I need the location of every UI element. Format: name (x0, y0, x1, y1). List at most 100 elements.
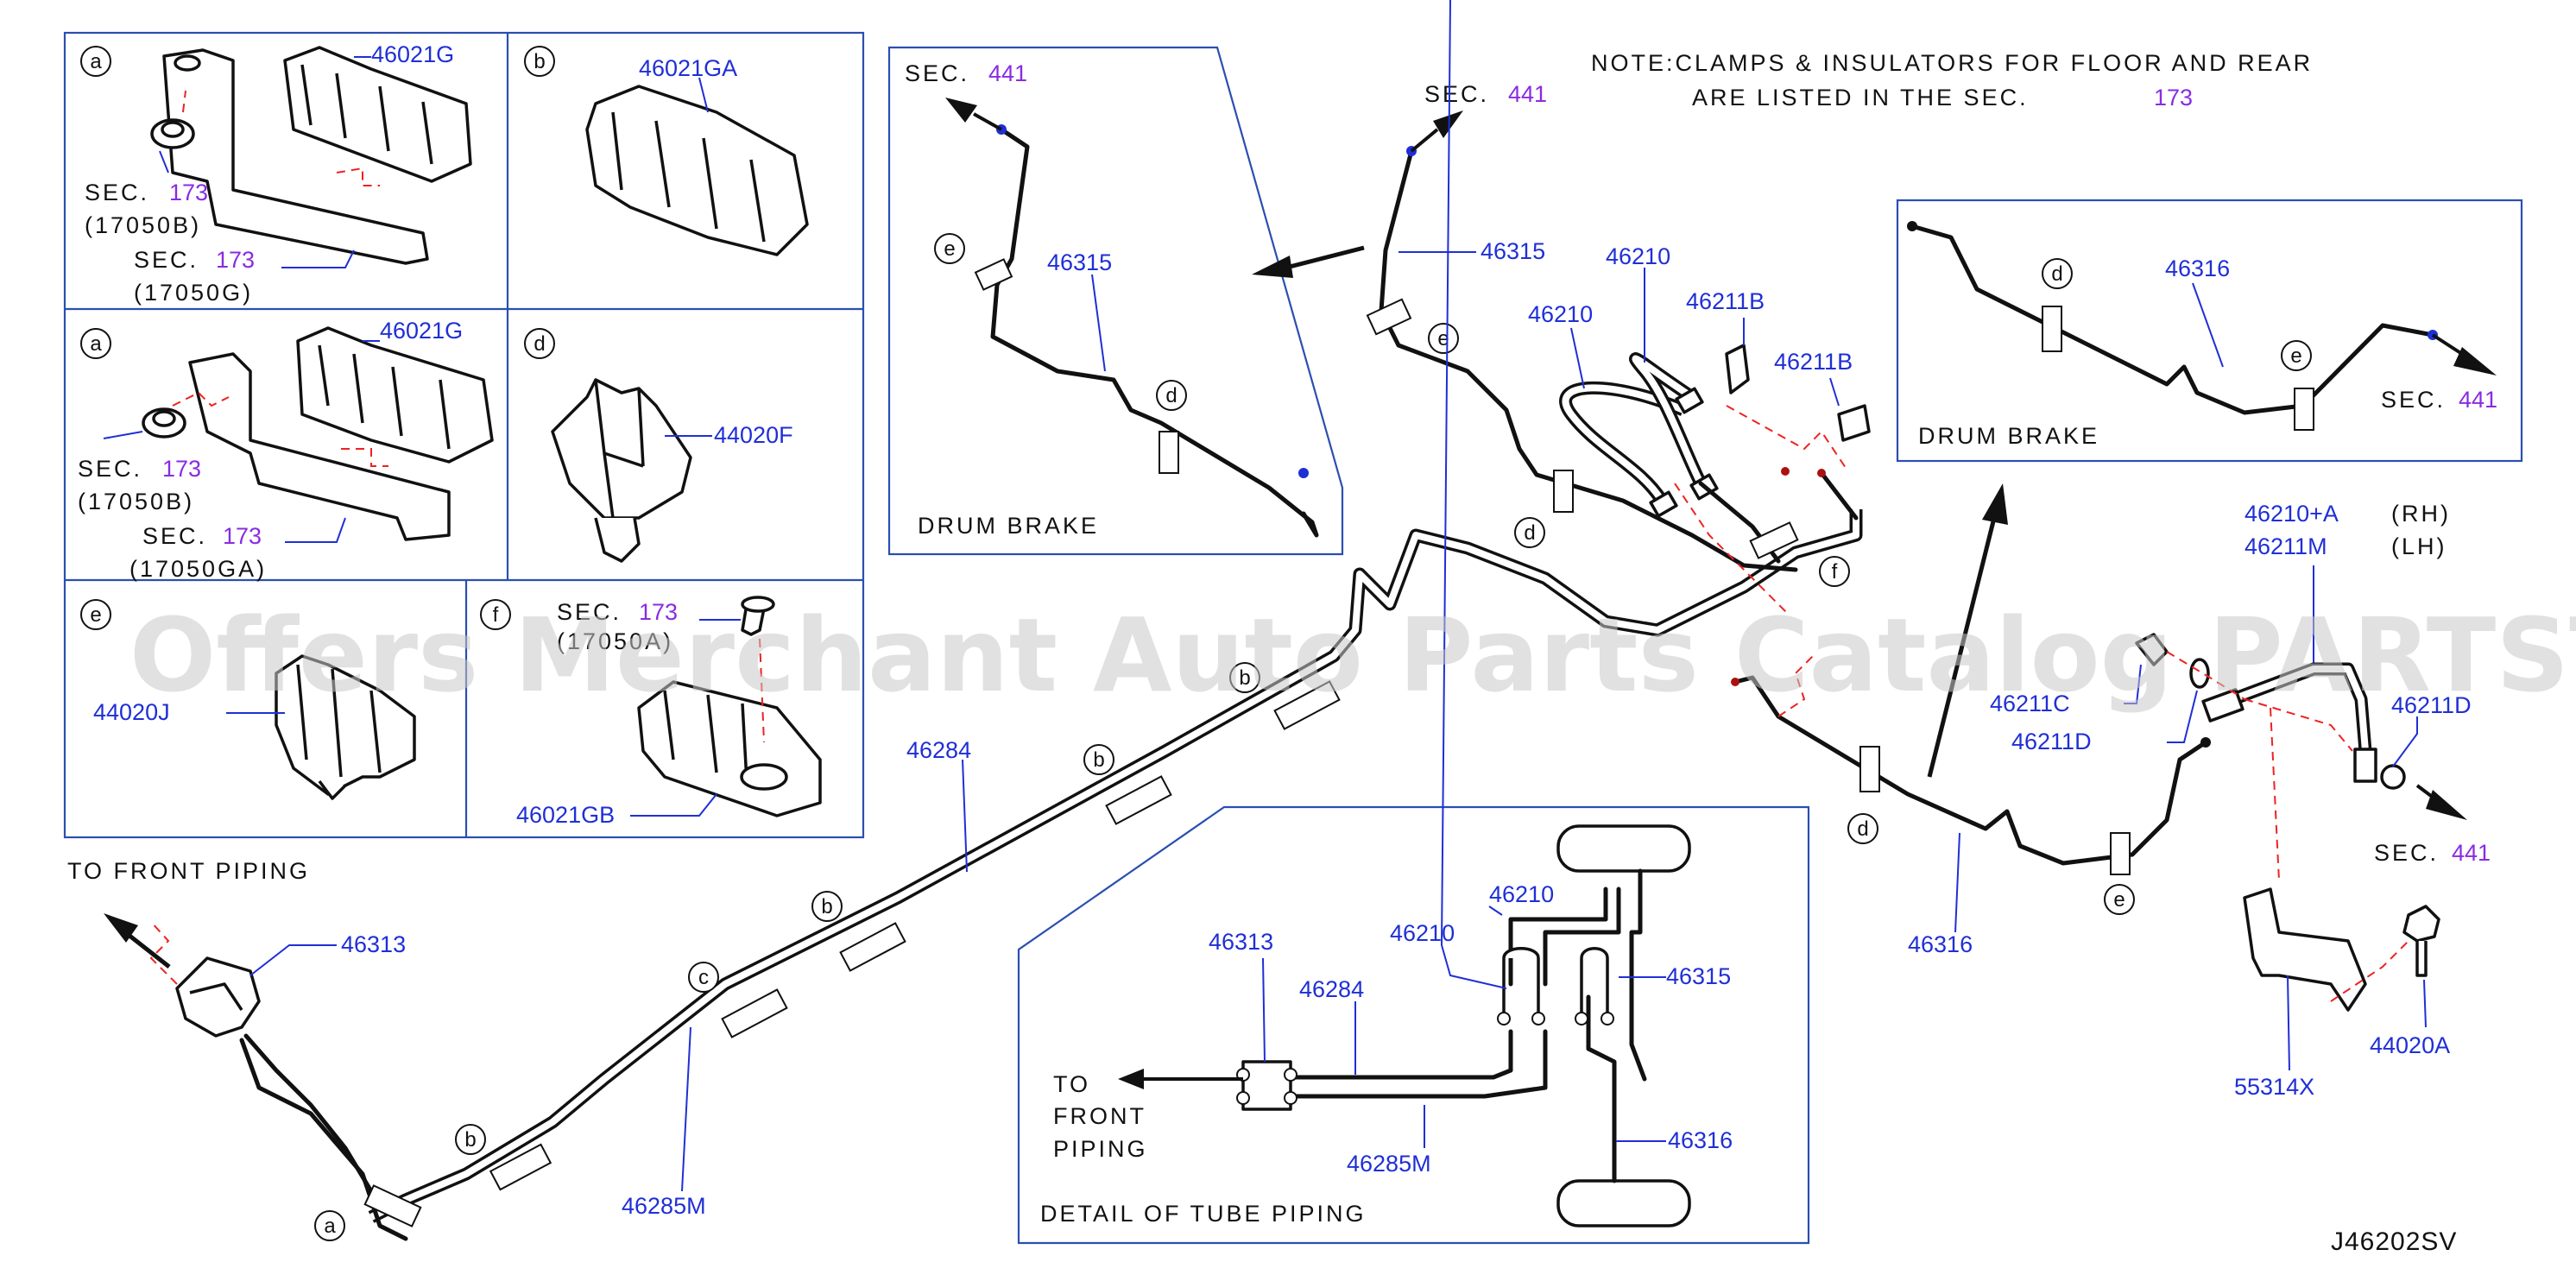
inset-cell-a: a 46021G SEC. 173 (17050B) SEC. 173 (170… (80, 41, 472, 306)
part-label-46315-left: 46315 (1047, 249, 1112, 275)
svg-text:173: 173 (162, 456, 201, 482)
svg-text:d: d (1524, 521, 1535, 545)
part-label-44020F: 44020F (714, 422, 793, 448)
part-label-46210-detail-1: 46210 (1489, 881, 1554, 907)
svg-text:441: 441 (2459, 387, 2497, 413)
part-label-46021G-a: 46021G (371, 41, 454, 67)
svg-text:a: a (324, 1215, 336, 1238)
part-label-46211D-left: 46211D (2011, 729, 2092, 754)
detail-to-line-1: TO (1053, 1071, 1090, 1097)
part-label-46284-main: 46284 (906, 737, 971, 763)
part-label-46211M: 46211M (2245, 533, 2327, 559)
svg-text:SEC.: SEC. (2381, 387, 2446, 413)
svg-text:441: 441 (988, 60, 1027, 86)
svg-text:e: e (90, 603, 101, 627)
svg-text:b: b (464, 1128, 476, 1152)
svg-text:f: f (493, 603, 499, 627)
svg-text:c: c (698, 966, 709, 989)
part-label-46285M-main: 46285M (622, 1193, 706, 1219)
drum-brake-label-left: DRUM BRAKE (918, 513, 1099, 539)
svg-text:d: d (534, 332, 545, 356)
watermark-text: Offers Merchant Auto Parts Catalog PARTS… (129, 596, 2576, 715)
part-label-46210A: 46210+A (2245, 501, 2339, 527)
part-label-46021G-c: 46021G (380, 318, 463, 344)
hose-assembly: 46210+A (RH) 46211M (LH) SEC. 441 46211D… (1990, 501, 2491, 1100)
svg-text:(17050B): (17050B) (85, 212, 201, 238)
svg-text:173: 173 (2154, 85, 2193, 110)
inset-cell-c: a 46021G SEC. 173 (17050B) SEC. 173 (170… (78, 318, 494, 582)
svg-text:(LH): (LH) (2391, 533, 2447, 559)
svg-text:b: b (534, 50, 545, 73)
svg-text:a: a (90, 50, 102, 73)
detail-to-line-3: PIPING (1053, 1136, 1148, 1162)
note-block: NOTE:CLAMPS & INSULATORS FOR FLOOR AND R… (1591, 50, 2313, 110)
svg-text:f: f (1832, 560, 1838, 584)
svg-text:SEC.: SEC. (905, 60, 969, 86)
part-label-46313-main: 46313 (341, 931, 406, 957)
part-label-46021GA: 46021GA (639, 55, 737, 81)
svg-text:e: e (944, 237, 955, 261)
part-label-46315-main: 46315 (1481, 238, 1545, 264)
drum-brake-label-right: DRUM BRAKE (1918, 423, 2099, 449)
main-double-pipe (368, 509, 1863, 1223)
part-label-44020J: 44020J (93, 699, 170, 725)
drum-brake-inset-right: d e 46316 SEC. 441 DRUM BRAKE (1896, 199, 2523, 463)
part-label-46210-lower: 46210 (1528, 301, 1593, 327)
part-label-55314X: 55314X (2234, 1074, 2314, 1100)
part-label-46313-detail: 46313 (1209, 929, 1273, 955)
svg-text:441: 441 (1508, 81, 1547, 107)
svg-text:SEC.: SEC. (78, 456, 142, 482)
detail-title: DETAIL OF TUBE PIPING (1040, 1201, 1367, 1227)
svg-text:173: 173 (639, 599, 678, 625)
svg-text:(17050B): (17050B) (78, 489, 194, 514)
svg-text:173: 173 (216, 247, 255, 273)
note-line-1: NOTE:CLAMPS & INSULATORS FOR FLOOR AND R… (1591, 50, 2313, 76)
svg-text:e: e (1437, 327, 1449, 350)
svg-text:b: b (821, 895, 832, 918)
part-label-46211B-1: 46211B (1686, 288, 1765, 314)
inset-cell-e: e 44020J (80, 599, 416, 800)
part-label-46211C: 46211C (1990, 691, 2070, 716)
svg-text:b: b (1093, 748, 1104, 772)
detail-to-line-2: FRONT (1053, 1103, 1146, 1129)
svg-text:173: 173 (169, 180, 208, 205)
part-label-46316-right-inset: 46316 (2165, 256, 2230, 281)
to-front-piping-label: TO FRONT PIPING (67, 858, 310, 884)
part-label-46211D-right: 46211D (2391, 692, 2472, 718)
svg-text:b: b (1239, 666, 1250, 690)
drum-brake-inset-left: SEC. 441 e d 46315 DRUM BRAKE (887, 46, 1344, 556)
detail-tube-piping-inset: TO FRONT PIPING 46313 46284 46285M 46210… (1017, 0, 1810, 1245)
front-junction-area: 46313 TO FRONT PIPING a (67, 858, 422, 1241)
inset-cell-f: f SEC. 173 (17050A) 46021GB (480, 596, 822, 828)
svg-text:SEC.: SEC. (142, 523, 207, 549)
svg-text:SEC.: SEC. (2374, 840, 2439, 866)
svg-text:SEC.: SEC. (557, 599, 622, 625)
part-label-46211B-2: 46211B (1774, 349, 1853, 375)
rear-lower-pipe: d e 46316 (1731, 655, 2211, 957)
note-line-2: ARE LISTED IN THE SEC. (1692, 85, 2029, 110)
svg-text:e: e (2113, 888, 2125, 912)
sec-label-a1: SEC. (85, 180, 149, 205)
svg-text:e: e (2290, 344, 2301, 368)
part-label-46021GB: 46021GB (516, 802, 615, 828)
part-label-46316-main: 46316 (1908, 931, 1973, 957)
rear-upper-pipes: SEC. 441 e d 46315 46210 46210 46211B 46… (1366, 81, 1871, 614)
svg-text:(17050G): (17050G) (134, 280, 253, 306)
part-label-46210-upper: 46210 (1606, 243, 1670, 269)
part-label-46316-detail: 46316 (1668, 1127, 1733, 1153)
part-label-46285M-detail: 46285M (1347, 1151, 1431, 1177)
clip-inset-grid (63, 31, 865, 839)
svg-text:d: d (1857, 817, 1868, 841)
main-pipe-clips: b c b b b 46284 46285M (455, 662, 1341, 1219)
svg-text:(RH): (RH) (2391, 501, 2451, 527)
part-label-44020A: 44020A (2370, 1032, 2450, 1058)
svg-text:a: a (90, 332, 102, 356)
part-label-46315-detail: 46315 (1666, 963, 1731, 989)
svg-text:173: 173 (223, 523, 262, 549)
svg-text:d: d (1165, 384, 1177, 407)
svg-text:(17050A): (17050A) (557, 628, 673, 654)
svg-text:441: 441 (2452, 840, 2491, 866)
sec-label-a2: SEC. (134, 247, 199, 273)
inset-cell-b: b 46021GA (524, 46, 809, 256)
